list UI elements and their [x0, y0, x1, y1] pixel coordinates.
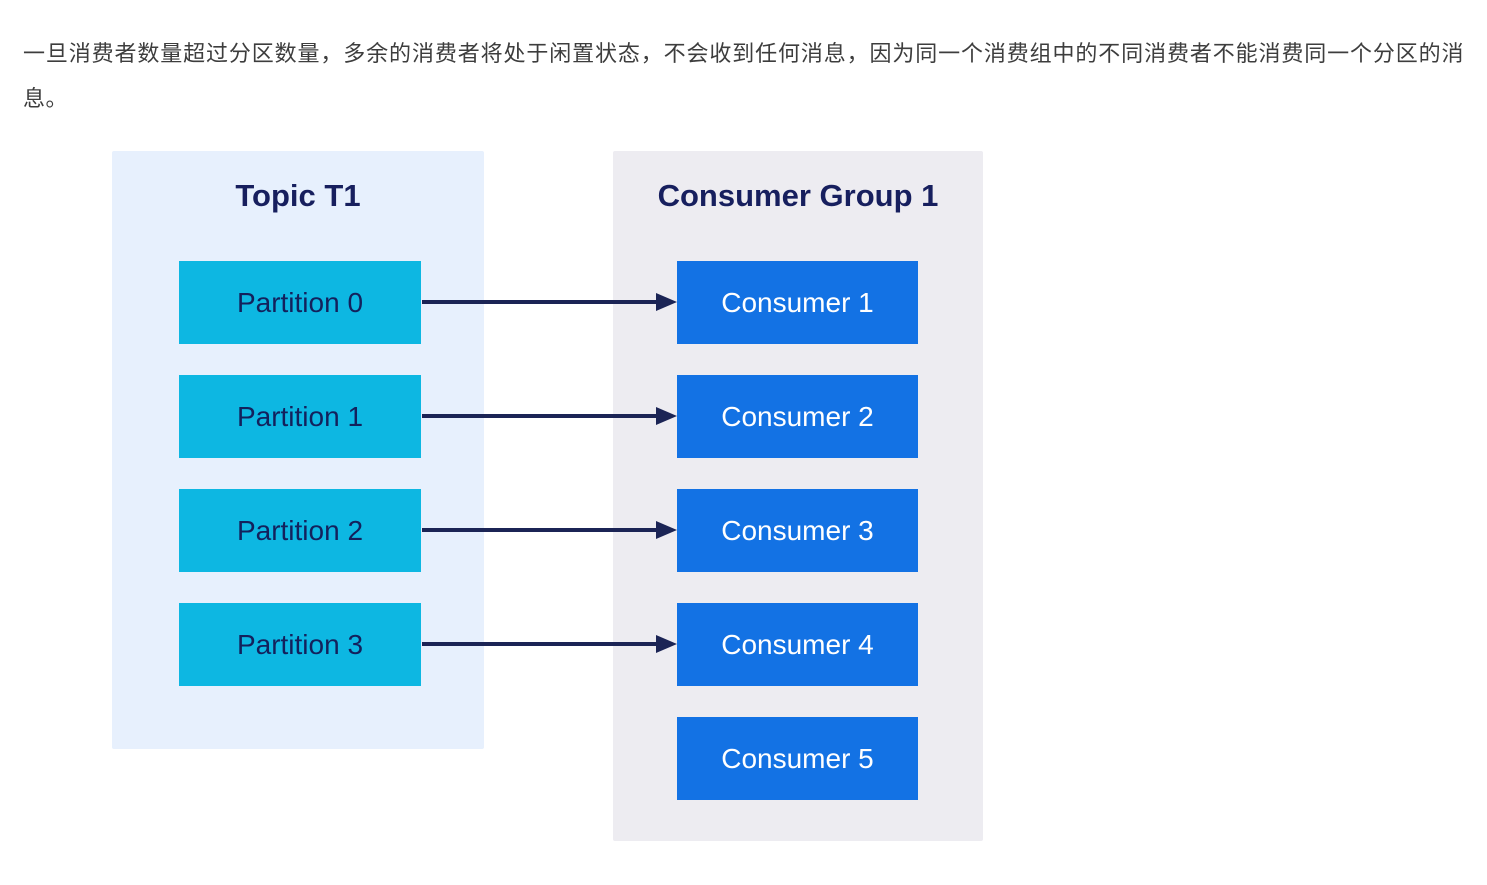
consumer-3-box: Consumer 3: [677, 489, 918, 572]
consumer-4-box: Consumer 4: [677, 603, 918, 686]
arrowhead-icon: [656, 635, 677, 653]
intro-paragraph: 一旦消费者数量超过分区数量，多余的消费者将处于闲置状态，不会收到任何消息，因为同…: [23, 41, 1464, 111]
consumer-5-box: Consumer 5: [677, 717, 918, 800]
arrowhead-icon: [656, 407, 677, 425]
topic-panel: Topic T1 Partition 0 Partition 1 Partiti…: [112, 151, 484, 749]
arrow-shaft: [422, 414, 659, 418]
arrow-partition0-to-consumer1: [422, 293, 677, 311]
partition-1-box: Partition 1: [179, 375, 421, 458]
arrowhead-icon: [656, 521, 677, 539]
arrow-shaft: [422, 528, 659, 532]
consumer-2-box: Consumer 2: [677, 375, 918, 458]
topic-title: Topic T1: [235, 178, 361, 213]
arrow-partition2-to-consumer3: [422, 521, 677, 539]
partition-2-box: Partition 2: [179, 489, 421, 572]
consumer-group-panel: Consumer Group 1 Consumer 1 Consumer 2 C…: [613, 151, 983, 841]
arrow-partition1-to-consumer2: [422, 407, 677, 425]
arrowhead-icon: [656, 293, 677, 311]
partition-0-box: Partition 0: [179, 261, 421, 344]
consumer-1-box: Consumer 1: [677, 261, 918, 344]
partition-3-box: Partition 3: [179, 603, 421, 686]
arrow-shaft: [422, 642, 659, 646]
arrow-partition3-to-consumer4: [422, 635, 677, 653]
arrow-shaft: [422, 300, 659, 304]
consumer-group-title: Consumer Group 1: [657, 178, 939, 213]
